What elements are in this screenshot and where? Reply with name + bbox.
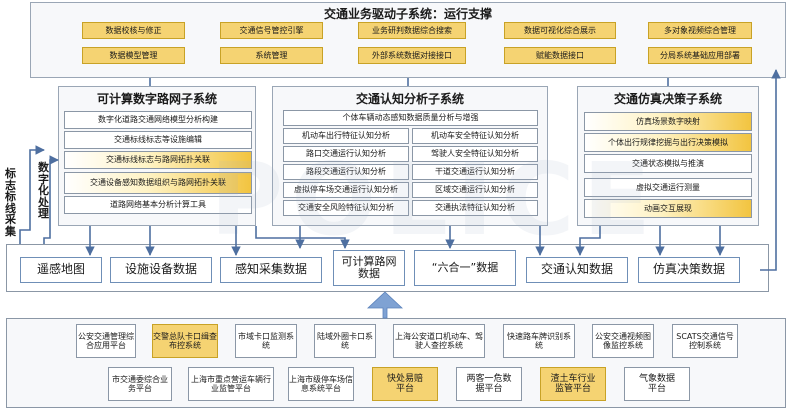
cognitive-item: 机动车安全特征认知分析: [412, 128, 538, 144]
computable-network-title: 可计算数字路网子系统: [96, 92, 217, 106]
top-item-3: 业务研判数据综合搜索: [358, 22, 466, 39]
top-item-6: 数据模型管理: [82, 47, 185, 64]
cognitive-head-item: 个体车辆动态感知数据质量分析与增强: [283, 110, 538, 126]
cognitive-item: 驾驶人安全特征认知分析: [412, 146, 538, 162]
cognitive-item: 虚拟停车场交通运行认知分析: [283, 182, 409, 198]
data-computable-network: 可计算路网数据: [333, 250, 405, 286]
data-remote-sensing-map: 遥感地图: [20, 257, 102, 283]
top-item-2: 交通信号管控引擎: [220, 22, 323, 39]
cognitive-item: 交通安全风险特征认知分析: [283, 200, 409, 216]
data-six-in-one: “六合一”数据: [414, 250, 516, 286]
data-simulation-decision: 仿真决策数据: [638, 257, 740, 283]
source-scats-signal: SCATS交通信号控制系统: [672, 324, 738, 358]
simulation-item-4: 虚拟交通运行测量: [584, 178, 752, 197]
network-item-3: 交通标线标志与路网拓扑关联: [64, 151, 252, 169]
source-video-monitor: 公安交通视频图像监控系统: [592, 324, 654, 358]
simulation-item-3: 交通状态模拟与推演: [584, 154, 752, 173]
cognitive-item: 路段交通运行认知分析: [283, 164, 409, 180]
simulation-item-5: 动画交互展现: [584, 199, 752, 218]
source-commercial-vehicle: 上海市重点营运车辆行业监管平台: [188, 367, 274, 401]
source-hazardous-transport: 两客一危数据平台: [456, 367, 522, 401]
top-item-5: 多对象视频综合管理: [648, 22, 752, 39]
simulation-item-1: 仿真场景数字映射: [584, 112, 752, 131]
source-checkpoint-control: 交警总队卡口缉查布控系统: [152, 324, 218, 358]
watermark: POLICE: [210, 141, 659, 258]
cognitive-item: 干道交通运行认知分析: [412, 164, 538, 180]
cognitive-analysis-title: 交通认知分析子系统: [355, 92, 464, 106]
top-support-panel: [30, 2, 786, 78]
source-expressway-plate: 快速路车牌识别系统: [503, 324, 575, 358]
network-item-5: 道路网络基本分析计算工具: [64, 196, 252, 214]
source-weather: 气象数据平台: [624, 367, 690, 401]
data-cognitive: 交通认知数据: [526, 257, 628, 283]
cognitive-item: 区域交通运行认知分析: [412, 182, 538, 198]
cognitive-item: 机动车出行特征认知分析: [283, 128, 409, 144]
side-label-digitization: 数字化处理: [38, 161, 49, 221]
simulation-item-2: 个体出行规律挖掘与出行决策模拟: [584, 133, 752, 152]
simulation-title: 交通仿真决策子系统: [613, 92, 722, 106]
top-item-7: 系统管理: [220, 47, 323, 64]
source-quick-claim: 快处易赔平台: [372, 367, 438, 401]
source-muck-truck: 渣土车行业监管平台: [540, 367, 606, 401]
top-item-10: 分局系统基础应用部署: [648, 47, 752, 64]
top-support-title: 交通业务驱动子系统：运行支撑: [323, 7, 492, 21]
source-transport-commission: 市交通委综合业务平台: [108, 367, 172, 401]
network-item-2: 交通标线标志等设施编辑: [64, 131, 252, 149]
source-city-checkpoint: 市域卡口监测系统: [235, 324, 297, 358]
top-item-8: 外部系统数据对接接口: [358, 47, 466, 64]
cognitive-item: 路口交通运行认知分析: [283, 146, 409, 162]
source-parking-info: 上海市级停车场信息系统平台: [288, 367, 354, 401]
source-land-outer-checkpoint: 陆域外圈卡口系统: [314, 324, 376, 358]
top-item-4: 数据可视化综合展示: [504, 22, 616, 39]
source-police-traffic-platform: 公安交通管理综合应用平台: [76, 324, 136, 358]
data-facility-equipment: 设施设备数据: [110, 257, 212, 283]
network-item-1: 数字化道路交通网络模型分析构建: [64, 111, 252, 129]
source-crossing-check: 上海公安道口机动车、驾驶人查控系统: [393, 324, 485, 358]
network-item-4: 交通设备感知数据组织与路网拓扑关联: [64, 172, 252, 194]
top-item-9: 赋能数据接口: [504, 47, 616, 64]
side-label-marking-collection: 标志标线采集: [5, 167, 16, 238]
cognitive-item: 交通执法特征认知分析: [412, 200, 538, 216]
top-item-1: 数据校核与修正: [82, 22, 185, 39]
data-perception-collection: 感知采集数据: [220, 257, 322, 283]
